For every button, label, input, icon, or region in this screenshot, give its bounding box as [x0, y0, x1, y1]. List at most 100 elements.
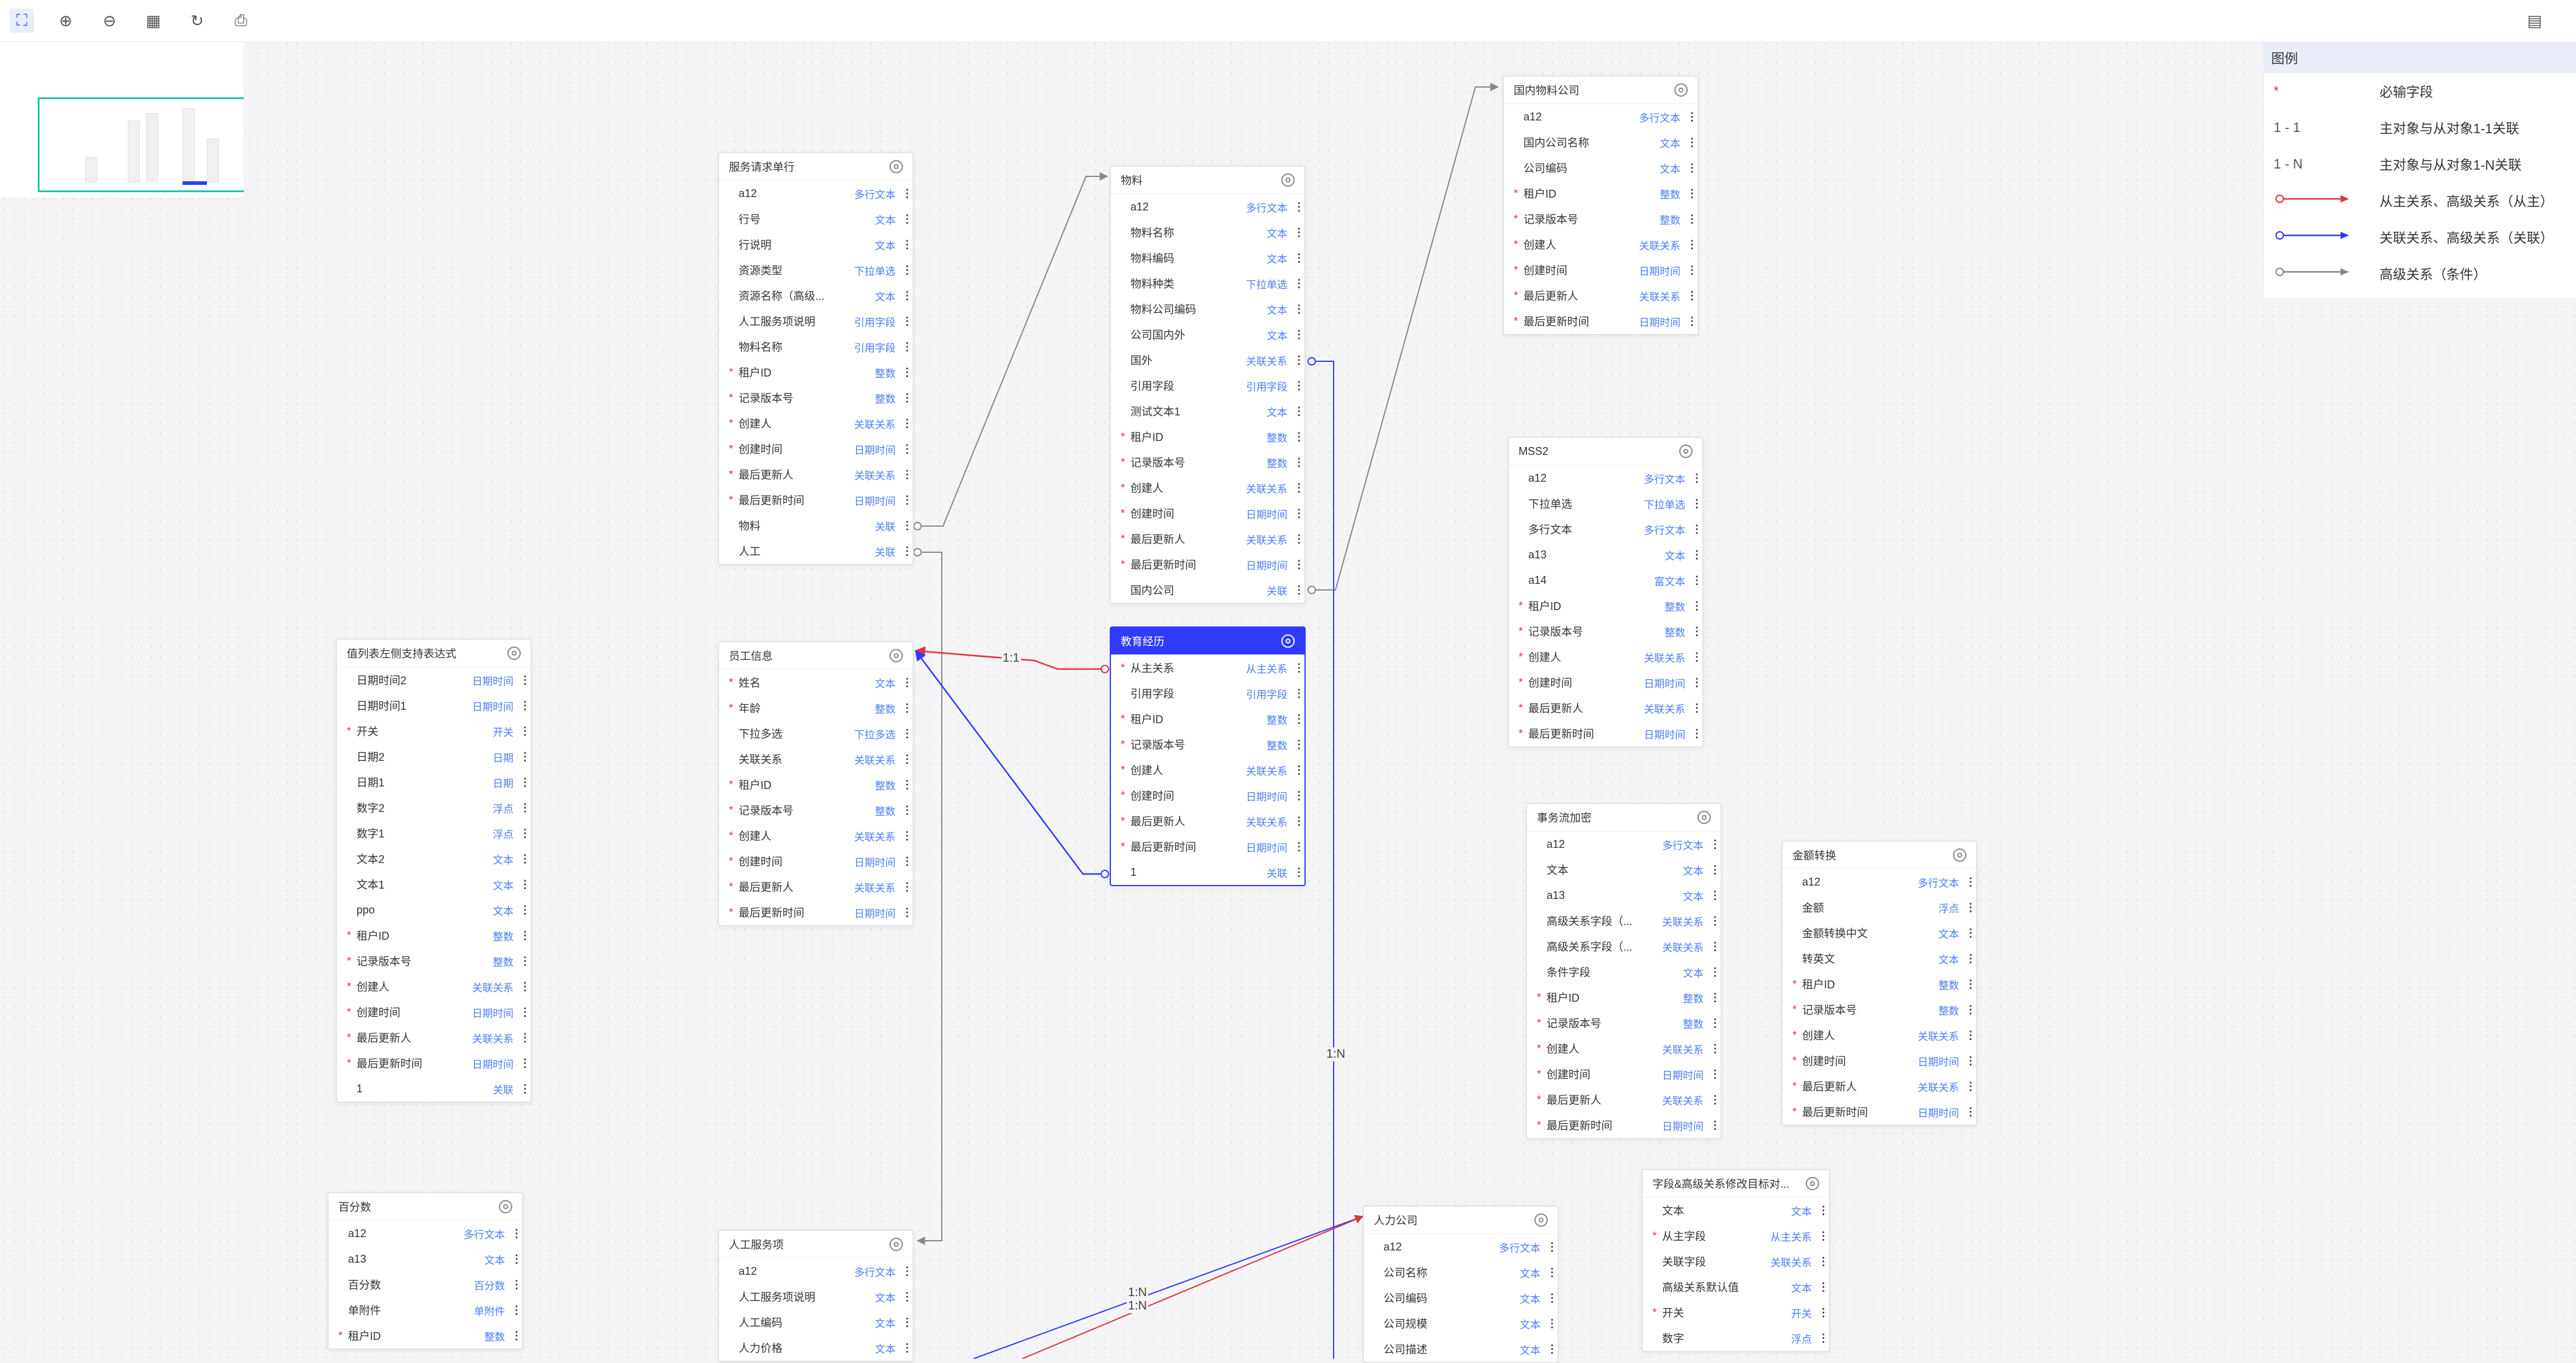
- more-icon[interactable]: ⋮: [1818, 1331, 1829, 1344]
- field-row[interactable]: *创建时间日期时间⋮: [719, 436, 913, 462]
- gear-icon[interactable]: [1697, 811, 1711, 824]
- field-row[interactable]: *记录版本号整数⋮: [1509, 619, 1702, 644]
- more-icon[interactable]: ⋮: [1710, 1118, 1721, 1131]
- more-icon[interactable]: ⋮: [1547, 1240, 1558, 1253]
- field-row[interactable]: *记录版本号整数⋮: [1111, 449, 1304, 475]
- more-icon[interactable]: ⋮: [1687, 161, 1697, 174]
- more-icon[interactable]: ⋮: [1818, 1306, 1829, 1319]
- entity-header[interactable]: 事务流加密: [1527, 804, 1721, 831]
- entity-card[interactable]: 字段&高级关系修改目标对...文本文本⋮*从主字段从主关系⋮关联字段关联关系⋮高…: [1641, 1169, 1830, 1352]
- more-icon[interactable]: ⋮: [1293, 404, 1304, 417]
- more-icon[interactable]: ⋮: [520, 827, 531, 839]
- gear-icon[interactable]: [889, 1238, 903, 1251]
- more-icon[interactable]: ⋮: [1818, 1229, 1829, 1242]
- more-icon[interactable]: ⋮: [1691, 522, 1702, 535]
- field-row[interactable]: 公司编码文本⋮: [1504, 155, 1697, 181]
- field-row[interactable]: 公司名称文本⋮: [1364, 1260, 1558, 1285]
- more-icon[interactable]: ⋮: [520, 1031, 531, 1044]
- field-row[interactable]: *最后更新时间日期时间⋮: [1111, 834, 1304, 859]
- more-icon[interactable]: ⋮: [1293, 430, 1304, 443]
- more-icon[interactable]: ⋮: [1293, 865, 1304, 878]
- gear-icon[interactable]: [1806, 1177, 1819, 1190]
- more-icon[interactable]: ⋮: [1687, 110, 1697, 123]
- more-icon[interactable]: ⋮: [902, 752, 913, 765]
- more-icon[interactable]: ⋮: [902, 701, 913, 714]
- field-row[interactable]: *最后更新人关联关系⋮: [719, 462, 913, 487]
- more-icon[interactable]: ⋮: [1293, 277, 1304, 290]
- more-icon[interactable]: ⋮: [1547, 1317, 1558, 1330]
- field-row[interactable]: 单附件单附件⋮: [329, 1297, 522, 1323]
- fit-view-icon[interactable]: ⛶: [10, 9, 34, 33]
- more-icon[interactable]: ⋮: [1710, 940, 1721, 952]
- field-row[interactable]: 人力价格文本⋮: [719, 1335, 913, 1361]
- more-icon[interactable]: ⋮: [902, 263, 913, 276]
- field-row[interactable]: 高级关系字段（...关联关系⋮: [1527, 908, 1721, 934]
- more-icon[interactable]: ⋮: [1710, 1042, 1721, 1055]
- more-icon[interactable]: ⋮: [1710, 838, 1721, 850]
- more-icon[interactable]: ⋮: [1691, 727, 1702, 740]
- field-row[interactable]: 物料公司编码文本⋮: [1111, 296, 1304, 322]
- more-icon[interactable]: ⋮: [520, 673, 531, 686]
- field-row[interactable]: 金额转换中文文本⋮: [1783, 920, 1976, 946]
- more-icon[interactable]: ⋮: [902, 468, 913, 480]
- more-icon[interactable]: ⋮: [1293, 583, 1304, 596]
- gear-icon[interactable]: [507, 647, 521, 660]
- field-row[interactable]: 物料名称引用字段⋮: [719, 334, 913, 359]
- field-row[interactable]: 公司描述文本⋮: [1364, 1336, 1558, 1362]
- field-row[interactable]: *创建人关联关系⋮: [1111, 475, 1304, 501]
- gear-icon[interactable]: [499, 1200, 512, 1213]
- more-icon[interactable]: ⋮: [1293, 507, 1304, 519]
- more-icon[interactable]: ⋮: [902, 906, 913, 918]
- more-icon[interactable]: ⋮: [1293, 200, 1304, 213]
- field-row[interactable]: *最后更新人关联关系⋮: [1783, 1073, 1976, 1099]
- field-row[interactable]: *开关开关⋮: [337, 718, 531, 744]
- minimap[interactable]: [0, 41, 244, 197]
- more-icon[interactable]: ⋮: [902, 417, 913, 429]
- more-icon[interactable]: ⋮: [1691, 574, 1702, 586]
- zoom-out-icon[interactable]: ⊖: [103, 11, 116, 30]
- export-icon[interactable]: ▤: [2527, 11, 2543, 30]
- more-icon[interactable]: ⋮: [1965, 977, 1976, 990]
- more-icon[interactable]: ⋮: [1710, 863, 1721, 876]
- field-row[interactable]: 文本文本⋮: [1527, 857, 1721, 883]
- field-row[interactable]: *最后更新时间日期时间⋮: [1509, 721, 1702, 746]
- entity-header[interactable]: MSS2: [1509, 438, 1702, 465]
- more-icon[interactable]: ⋮: [1710, 991, 1721, 1004]
- field-row[interactable]: *创建时间日期时间⋮: [1527, 1061, 1721, 1087]
- more-icon[interactable]: ⋮: [902, 212, 913, 225]
- field-row[interactable]: *最后更新人关联关系⋮: [719, 874, 913, 900]
- more-icon[interactable]: ⋮: [520, 852, 531, 865]
- field-row[interactable]: 下拉单选下拉单选⋮: [1509, 491, 1702, 516]
- field-row[interactable]: *最后更新时间日期时间⋮: [1783, 1099, 1976, 1125]
- more-icon[interactable]: ⋮: [1293, 481, 1304, 494]
- more-icon[interactable]: ⋮: [902, 1316, 913, 1328]
- entity-header[interactable]: 服务请求单行: [719, 153, 913, 181]
- field-row[interactable]: *创建时间日期时间⋮: [1111, 501, 1304, 526]
- field-row[interactable]: 关联关系关联关系⋮: [719, 746, 913, 772]
- more-icon[interactable]: ⋮: [902, 880, 913, 893]
- more-icon[interactable]: ⋮: [902, 519, 913, 532]
- more-icon[interactable]: ⋮: [520, 1005, 531, 1018]
- more-icon[interactable]: ⋮: [1710, 965, 1721, 978]
- field-row[interactable]: *记录版本号整数⋮: [719, 385, 913, 411]
- field-row[interactable]: 资源类型下拉单选⋮: [719, 257, 913, 283]
- more-icon[interactable]: ⋮: [1293, 558, 1304, 571]
- field-row[interactable]: 物料关联⋮: [719, 513, 913, 538]
